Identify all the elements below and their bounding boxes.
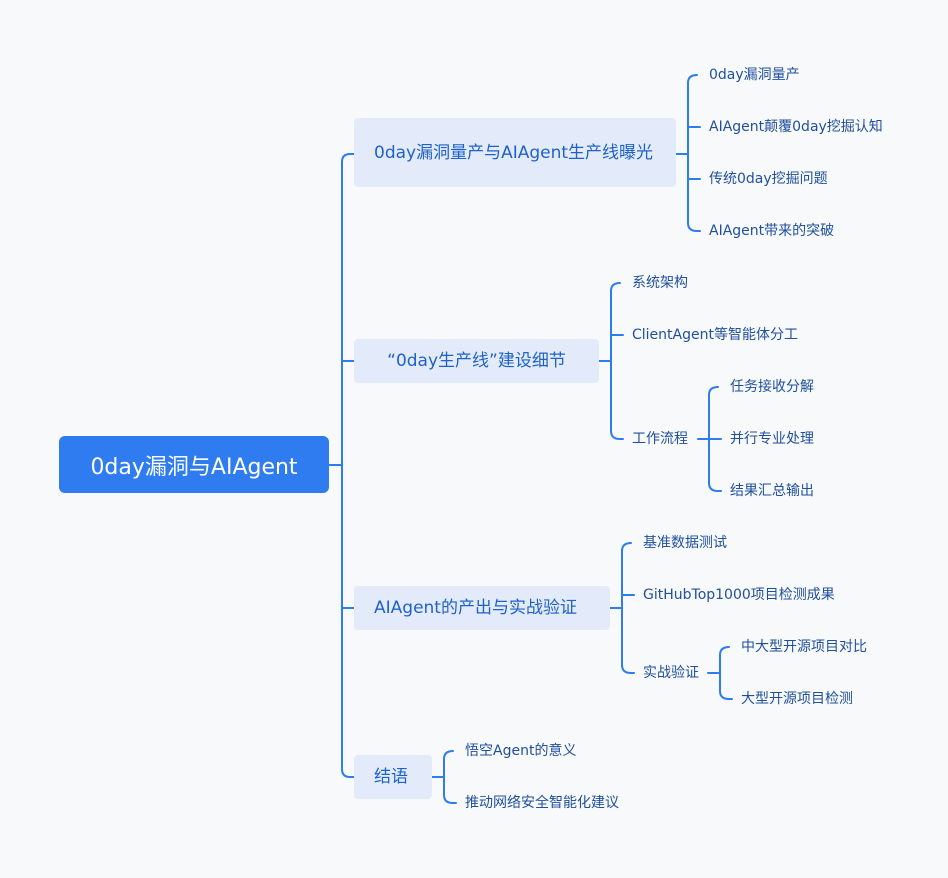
leaf-node[interactable]: 传统0day挖掘问题 xyxy=(709,171,828,187)
branch-node-0day-production[interactable]: 0day漏洞量产与AIAgent生产线曝光 xyxy=(354,118,676,187)
leaf-node-field-validation[interactable]: 实战验证 xyxy=(643,665,699,681)
leaf-node[interactable]: ClientAgent等智能体分工 xyxy=(632,327,798,343)
leaf-node[interactable]: 0day漏洞量产 xyxy=(709,67,800,83)
branch-label: AIAgent的产出与实战验证 xyxy=(374,598,577,618)
leaf-node[interactable]: 基准数据测试 xyxy=(643,535,727,551)
leaf-node[interactable]: GitHubTop1000项目检测成果 xyxy=(643,587,835,603)
leaf-node[interactable]: AIAgent颠覆0day挖掘认知 xyxy=(709,119,883,135)
sub-leaf-node[interactable]: 结果汇总输出 xyxy=(730,483,814,499)
branch-node-production-line[interactable]: “0day生产线”建设细节 xyxy=(354,339,599,383)
sub-leaf-node[interactable]: 任务接收分解 xyxy=(730,379,814,395)
leaf-node[interactable]: AIAgent带来的突破 xyxy=(709,223,835,239)
leaf-node[interactable]: 系统架构 xyxy=(632,275,688,291)
leaf-node[interactable]: 悟空Agent的意义 xyxy=(465,743,577,759)
branch-node-output-validation[interactable]: AIAgent的产出与实战验证 xyxy=(354,586,610,630)
sub-leaf-node[interactable]: 并行专业处理 xyxy=(730,431,814,447)
branch-node-conclusion[interactable]: 结语 xyxy=(354,755,432,799)
leaf-node-workflow[interactable]: 工作流程 xyxy=(632,431,688,447)
branch-label: 结语 xyxy=(374,767,408,787)
root-node[interactable]: 0day漏洞与AIAgent xyxy=(59,436,329,493)
sub-leaf-node[interactable]: 中大型开源项目对比 xyxy=(741,639,867,655)
branch-label: 0day漏洞量产与AIAgent生产线曝光 xyxy=(374,142,654,163)
branch-label: “0day生产线”建设细节 xyxy=(387,351,566,371)
leaf-node[interactable]: 推动网络安全智能化建议 xyxy=(465,795,619,811)
sub-leaf-node[interactable]: 大型开源项目检测 xyxy=(741,691,853,707)
